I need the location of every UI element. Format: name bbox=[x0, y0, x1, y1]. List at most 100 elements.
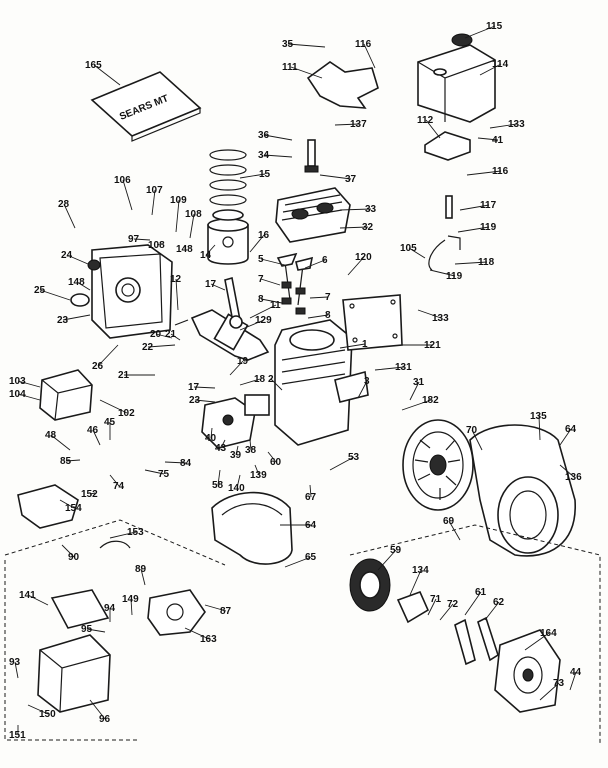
part-callout-75: 75 bbox=[158, 469, 170, 480]
part-callout-17: 17 bbox=[205, 279, 217, 290]
leader-line bbox=[260, 258, 286, 266]
leader-line bbox=[329, 456, 355, 471]
part-callout-154: 154 bbox=[65, 503, 82, 514]
part-callout-117: 117 bbox=[480, 200, 497, 211]
leader-line bbox=[239, 378, 261, 386]
piston bbox=[207, 209, 249, 265]
leader-line bbox=[39, 289, 71, 301]
part-callout-46: 46 bbox=[87, 425, 99, 436]
part-callout-150: 150 bbox=[39, 709, 56, 720]
leader-line bbox=[304, 259, 326, 269]
part-callout-139: 139 bbox=[250, 470, 267, 481]
recoil-starter bbox=[494, 629, 561, 713]
leader-line bbox=[204, 604, 227, 612]
part-callout-8: 8 bbox=[258, 294, 264, 305]
leader-line bbox=[347, 256, 365, 276]
part-callout-39: 39 bbox=[230, 450, 242, 461]
leader-line bbox=[408, 247, 426, 259]
crankcase-cover bbox=[70, 244, 173, 339]
leader-line bbox=[439, 603, 454, 621]
leader-line bbox=[122, 179, 133, 211]
leader-line bbox=[559, 428, 572, 446]
part-callout-59: 59 bbox=[390, 545, 402, 556]
part-callout-20: 20 bbox=[150, 329, 162, 340]
part-callout-109: 109 bbox=[170, 195, 187, 206]
leader-line bbox=[236, 474, 241, 489]
part-callout-18: 18 bbox=[254, 374, 266, 385]
leader-line bbox=[477, 137, 499, 141]
fuel-pump bbox=[147, 589, 206, 636]
part-callout-112: 112 bbox=[417, 115, 434, 126]
assembly-outline bbox=[4, 519, 226, 566]
leader-line bbox=[471, 429, 483, 451]
leader-line bbox=[133, 238, 151, 241]
part-callout-136: 136 bbox=[565, 472, 582, 483]
part-callout-95: 95 bbox=[81, 624, 93, 635]
part-callout-32: 32 bbox=[362, 222, 374, 233]
leader-line bbox=[109, 474, 120, 487]
leader-line bbox=[194, 399, 216, 403]
part-callout-96: 96 bbox=[99, 714, 111, 725]
part-callout-28: 28 bbox=[58, 199, 70, 210]
part-callout-182: 182 bbox=[422, 395, 439, 406]
piston-rings bbox=[209, 149, 247, 206]
part-callout-133: 133 bbox=[432, 313, 449, 324]
part-callout-45: 45 bbox=[104, 417, 116, 428]
part-callout-11: 11 bbox=[270, 300, 281, 311]
leader-line bbox=[92, 429, 101, 446]
leader-line bbox=[290, 66, 323, 79]
leader-line bbox=[489, 123, 518, 129]
part-callout-19: 19 bbox=[237, 356, 249, 367]
leader-line bbox=[270, 378, 283, 391]
leader-line bbox=[377, 549, 397, 571]
part-callout-114: 114 bbox=[492, 59, 509, 70]
leader-line bbox=[17, 393, 41, 401]
part-callout-152: 152 bbox=[81, 489, 98, 500]
leader-line bbox=[109, 531, 137, 539]
leader-line bbox=[99, 399, 128, 414]
assembly-outline bbox=[349, 524, 601, 745]
leader-line bbox=[287, 43, 326, 48]
leader-line bbox=[339, 208, 372, 211]
part-callout-23: 23 bbox=[57, 315, 69, 326]
leader-line bbox=[210, 283, 226, 291]
leader-line bbox=[524, 632, 550, 651]
part-callout-24: 24 bbox=[61, 250, 73, 261]
leader-line bbox=[63, 203, 76, 229]
fuel-line bbox=[428, 195, 461, 271]
leader-line bbox=[89, 492, 96, 495]
leader-line bbox=[429, 269, 456, 277]
part-callout-6: 6 bbox=[322, 255, 328, 266]
leader-line bbox=[448, 520, 461, 541]
blower-housing bbox=[469, 424, 576, 557]
part-callout-38: 38 bbox=[245, 445, 257, 456]
part-callout-148: 148 bbox=[68, 277, 85, 288]
leader-line bbox=[184, 627, 210, 640]
leader-line bbox=[457, 226, 490, 233]
leader-line bbox=[175, 278, 179, 311]
part-callout-151: 151 bbox=[9, 730, 26, 741]
leader-line bbox=[164, 461, 187, 464]
leader-line bbox=[284, 556, 312, 568]
leader-line bbox=[263, 134, 293, 141]
part-callout-140: 140 bbox=[228, 483, 245, 494]
leader-line bbox=[479, 63, 502, 76]
callout-leaders bbox=[14, 25, 577, 735]
leader-line bbox=[409, 381, 420, 401]
part-callout-69: 69 bbox=[443, 516, 455, 527]
part-callout-21: 21 bbox=[118, 370, 130, 381]
part-callout-116: 116 bbox=[355, 39, 372, 50]
leader-line bbox=[339, 226, 369, 229]
leader-line bbox=[334, 123, 360, 126]
part-callout-72: 72 bbox=[447, 599, 459, 610]
leader-line bbox=[229, 360, 244, 376]
part-callout-53: 53 bbox=[348, 452, 360, 463]
part-callout-65: 65 bbox=[305, 552, 317, 563]
leader-line bbox=[155, 333, 173, 339]
air-cleaner-housing bbox=[37, 634, 111, 713]
part-callout-41: 41 bbox=[492, 135, 504, 146]
leader-line bbox=[239, 173, 266, 179]
part-callout-7: 7 bbox=[325, 292, 331, 303]
part-callout-165: 165 bbox=[85, 60, 102, 71]
